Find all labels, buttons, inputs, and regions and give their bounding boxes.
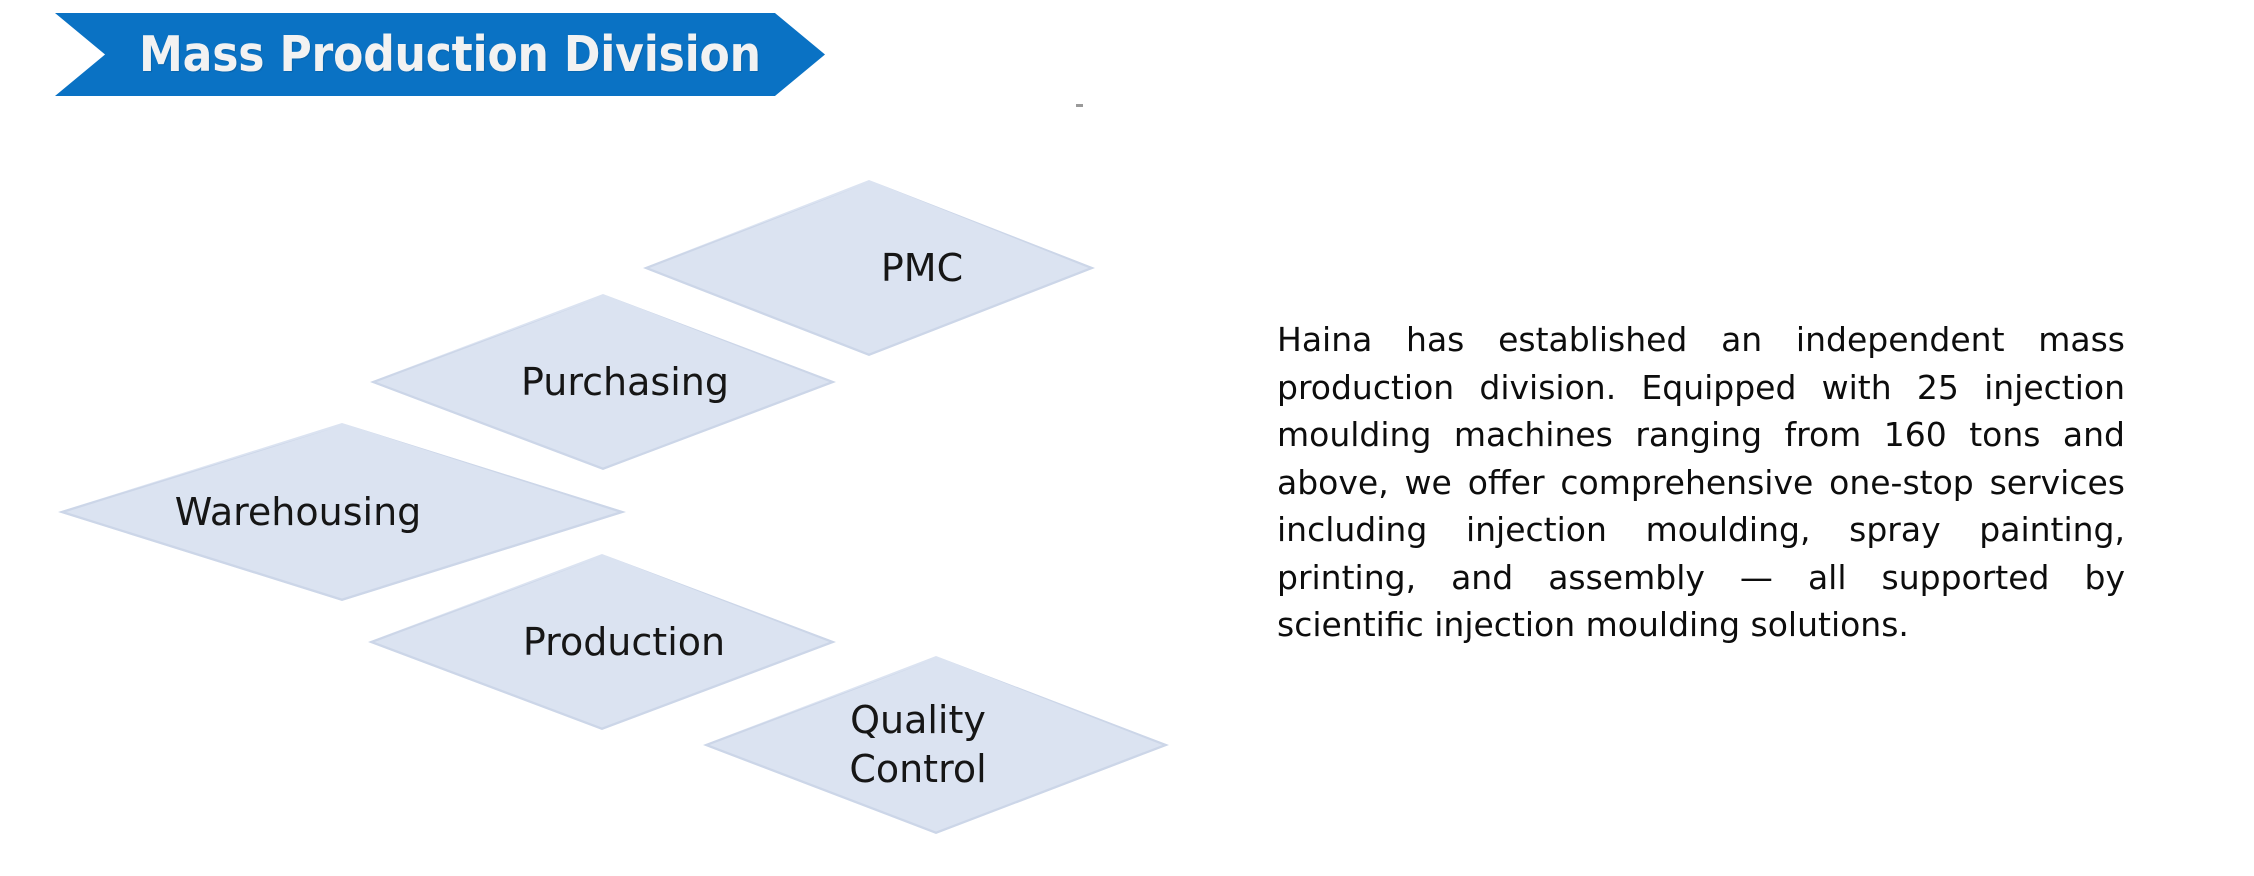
section-banner: Mass Production Division [55,13,825,96]
diamond-shape-icon [703,656,1169,834]
page-title: Mass Production Division [139,26,761,83]
diagram-node-quality-control[interactable]: Quality Control [703,656,1169,834]
banner-chevron-shape [55,13,825,96]
description-paragraph: Haina has established an independent mas… [1277,320,2125,644]
stray-mark [1076,104,1083,107]
diagram-node-pmc[interactable]: PMC [643,180,1095,356]
